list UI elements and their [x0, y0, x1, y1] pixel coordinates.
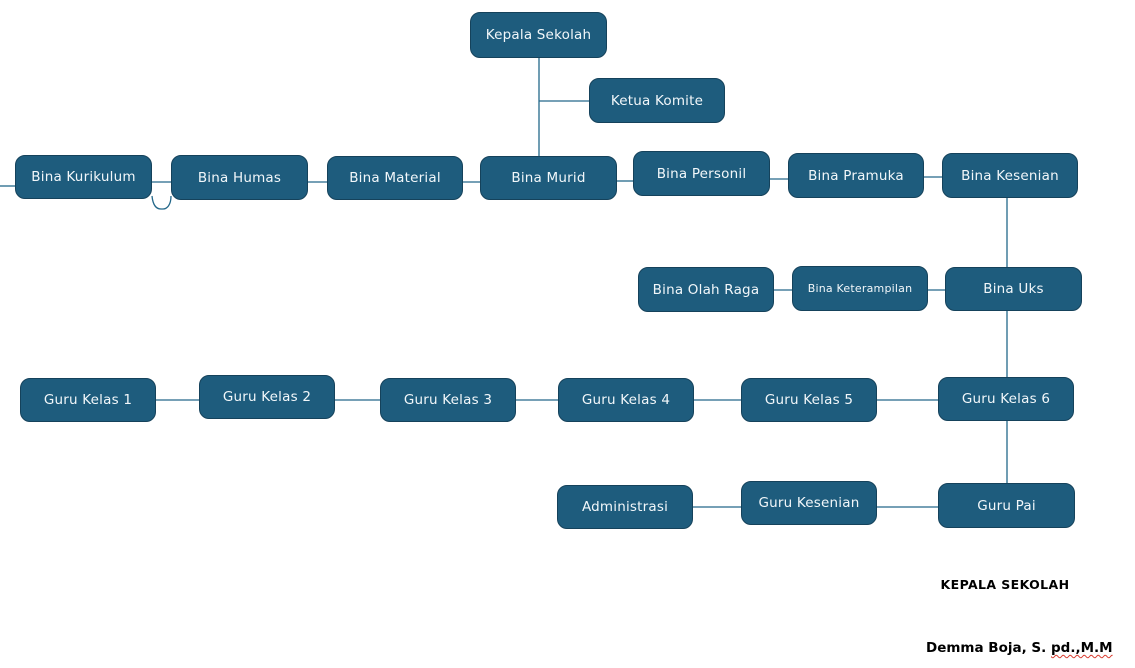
- org-node-label: Bina Material: [349, 170, 441, 186]
- org-node-label: Bina Personil: [656, 165, 747, 182]
- org-node-label: Bina Kesenian: [961, 167, 1059, 184]
- org-node-label: Bina Keterampilan: [807, 282, 913, 295]
- org-node-label: Guru Kelas 2: [222, 389, 312, 405]
- signature-name: Demma Boja, S.: [926, 640, 1051, 656]
- org-node-label: Bina Pramuka: [808, 167, 904, 184]
- connector-under-dip: [151, 195, 172, 210]
- org-node-label: Bina Murid: [511, 170, 586, 186]
- org-node-bina-personil: Bina Personil: [633, 151, 770, 196]
- org-node-administrasi: Administrasi: [557, 485, 693, 529]
- org-node-bina-murid: Bina Murid: [480, 156, 617, 200]
- org-node-guru-kelas-4: Guru Kelas 4: [558, 378, 694, 422]
- org-node-bina-humas: Bina Humas: [171, 155, 308, 200]
- org-node-label: Bina Olah Raga: [652, 281, 760, 298]
- org-node-label: Bina Uks: [983, 281, 1044, 297]
- org-node-bina-uks: Bina Uks: [945, 267, 1082, 311]
- org-node-guru-kesenian: Guru Kesenian: [741, 481, 877, 525]
- org-node-bina-material: Bina Material: [327, 156, 463, 200]
- org-node-label: Guru Kesenian: [758, 495, 860, 511]
- org-node-label: Guru Kelas 6: [961, 391, 1051, 407]
- org-node-guru-kelas-5: Guru Kelas 5: [741, 378, 877, 422]
- footer-signature: Demma Boja, S. pd.,M.M: [926, 640, 1113, 656]
- org-node-label: Guru Kelas 4: [581, 392, 671, 408]
- org-node-bina-pramuka: Bina Pramuka: [788, 153, 924, 198]
- org-node-label: Bina Kurikulum: [31, 169, 136, 185]
- org-node-label: Guru Kelas 5: [764, 392, 854, 408]
- org-node-bina-kesenian: Bina Kesenian: [942, 153, 1078, 198]
- org-node-ketua-komite: Ketua Komite: [589, 78, 725, 123]
- org-node-guru-kelas-2: Guru Kelas 2: [199, 375, 335, 419]
- org-node-guru-kelas-3: Guru Kelas 3: [380, 378, 516, 422]
- org-node-kepala-sekolah: Kepala Sekolah: [470, 12, 607, 58]
- footer-role-title: KEPALA SEKOLAH: [940, 577, 1070, 592]
- org-node-label: Kepala Sekolah: [485, 27, 592, 43]
- org-node-label: Guru Pai: [977, 497, 1036, 514]
- org-node-guru-kelas-6: Guru Kelas 6: [938, 377, 1074, 421]
- org-node-bina-keterampilan: Bina Keterampilan: [792, 266, 928, 311]
- org-node-label: Guru Kelas 3: [403, 392, 493, 408]
- org-node-label: Guru Kelas 1: [43, 392, 133, 408]
- org-node-bina-olah-raga: Bina Olah Raga: [638, 267, 774, 312]
- org-node-bina-kurikulum: Bina Kurikulum: [15, 155, 152, 199]
- org-node-guru-kelas-1: Guru Kelas 1: [20, 378, 156, 422]
- org-node-label: Ketua Komite: [610, 92, 704, 109]
- org-node-guru-pai: Guru Pai: [938, 483, 1075, 528]
- org-node-label: Administrasi: [581, 499, 669, 515]
- org-node-label: Bina Humas: [197, 169, 282, 186]
- signature-misspelled-part: pd.,M.M: [1051, 640, 1113, 656]
